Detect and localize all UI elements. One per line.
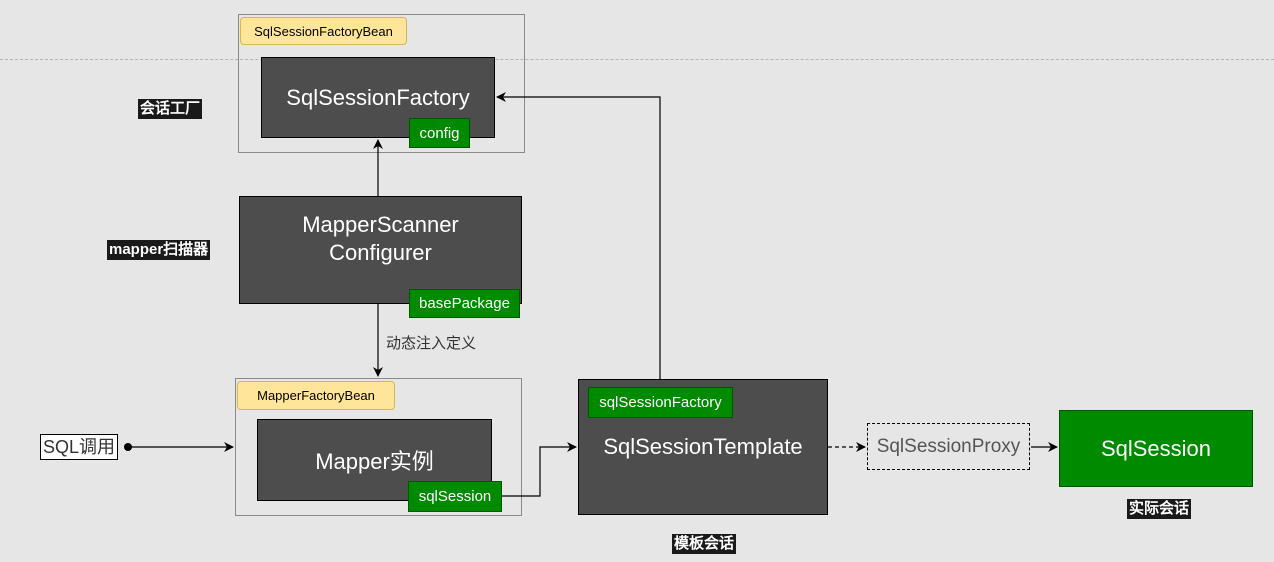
arrow-template-to-factory	[496, 92, 661, 379]
mapperfactorybean-group[interactable]	[235, 378, 522, 516]
sqlsessionfactory-box[interactable]: SqlSessionFactory	[261, 57, 495, 138]
mapper-scanner-configurer-box[interactable]: MapperScanner Configurer	[239, 196, 522, 304]
separator-dashed-line	[0, 59, 1274, 60]
sqlsessionfactorybean-tag: SqlSessionFactoryBean	[240, 17, 407, 45]
actual-session-label: 实际会话	[1127, 499, 1192, 519]
sqlsessionfactorybean-group[interactable]	[238, 14, 525, 153]
config-tag: config	[409, 118, 470, 148]
scanner-title-line2: Configurer	[329, 240, 432, 265]
mapperfactorybean-tag: MapperFactoryBean	[237, 381, 395, 410]
sqlsessionproxy-box[interactable]: SqlSessionProxy	[867, 423, 1030, 470]
sqlsessionfactory-tag: sqlSessionFactory	[588, 387, 733, 418]
scanner-title-line1: MapperScanner	[302, 212, 459, 237]
mapper-scanner-label: mapper扫描器	[107, 240, 211, 260]
sqlsession-tag: sqlSession	[408, 481, 502, 512]
basepackage-tag: basePackage	[409, 289, 520, 318]
template-session-label: 模板会话	[672, 534, 737, 554]
sqlsession-box[interactable]: SqlSession	[1059, 410, 1253, 487]
sql-call-label: SQL调用	[40, 434, 119, 460]
session-factory-label: 会话工厂	[138, 99, 203, 119]
arrow-mapper-to-template	[502, 442, 577, 497]
dynamic-inject-label: 动态注入定义	[386, 335, 477, 352]
